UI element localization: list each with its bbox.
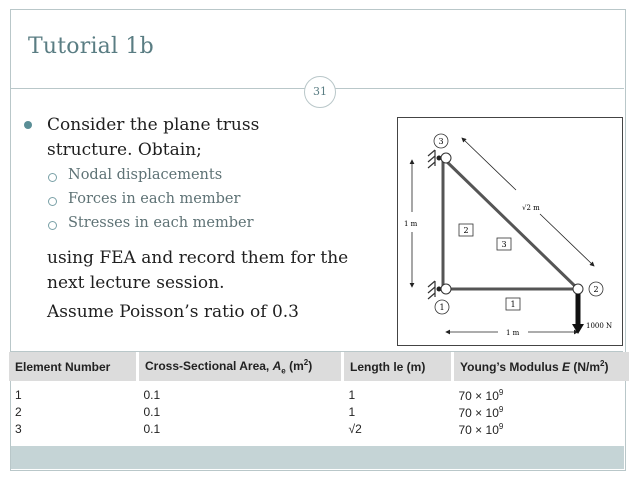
node-2 [572, 283, 584, 295]
element-label-1: 1 [510, 300, 515, 309]
col-length: Length le (m) [342, 352, 454, 381]
horizontal-dimension: 1 m [506, 329, 520, 337]
instruction-text: using FEA and record them for the next l… [47, 248, 349, 293]
load-label: 1000 N [586, 322, 612, 330]
load-arrow-icon [572, 324, 584, 334]
sub-bullet-circle-icon [48, 197, 57, 206]
col-modulus: Young’s Modulus E (N/m2) [452, 352, 629, 381]
bullet-dot-icon [24, 121, 32, 129]
properties-table: Element Number Cross-Sectional Area, Ae … [9, 351, 629, 445]
node-label-1: 1 [439, 303, 444, 312]
support-node-1 [427, 280, 442, 300]
node-1 [440, 283, 452, 295]
element-label-3: 3 [501, 240, 506, 249]
table-header-row: Element Number Cross-Sectional Area, Ae … [9, 352, 629, 381]
member-3 [441, 156, 580, 291]
vertical-dimension: 1 m [404, 220, 418, 228]
page-number: 31 [304, 76, 336, 108]
table-row: 1 0.1 1 70 × 109 [15, 387, 504, 404]
main-bullet-text: Consider the plane truss structure. Obta… [47, 115, 260, 160]
sub-bullet-forces: Forces in each member [68, 191, 241, 207]
node-3 [440, 152, 452, 164]
diagonal-dimension: √2 m [522, 204, 540, 212]
table-row: 3 0.1 √2 70 × 109 [15, 421, 504, 438]
slide-title: Tutorial 1b [28, 34, 154, 59]
sub-bullet-stresses: Stresses in each member [68, 215, 254, 231]
sub-bullet-circle-icon [48, 221, 57, 230]
support-node-3 [427, 149, 442, 169]
truss-figure: 3 1 2 2 3 1 1 m 1 m √2 m 1000 N [397, 117, 623, 346]
sub-bullet-nodal: Nodal displacements [68, 167, 223, 183]
element-label-2: 2 [463, 226, 468, 235]
col-area: Cross-Sectional Area, Ae (m2) [137, 352, 344, 381]
footer-bar [11, 446, 624, 469]
col-element-number: Element Number [9, 352, 139, 381]
node-label-2: 2 [593, 285, 598, 294]
sub-bullet-circle-icon [48, 173, 57, 182]
truss-diagram: 3 1 2 2 3 1 1 m 1 m √2 m 1000 N [404, 133, 612, 337]
node-label-3: 3 [438, 137, 443, 146]
table-row: 2 0.1 1 70 × 109 [15, 404, 504, 421]
poisson-text: Assume Poisson’s ratio of 0.3 [47, 302, 299, 322]
